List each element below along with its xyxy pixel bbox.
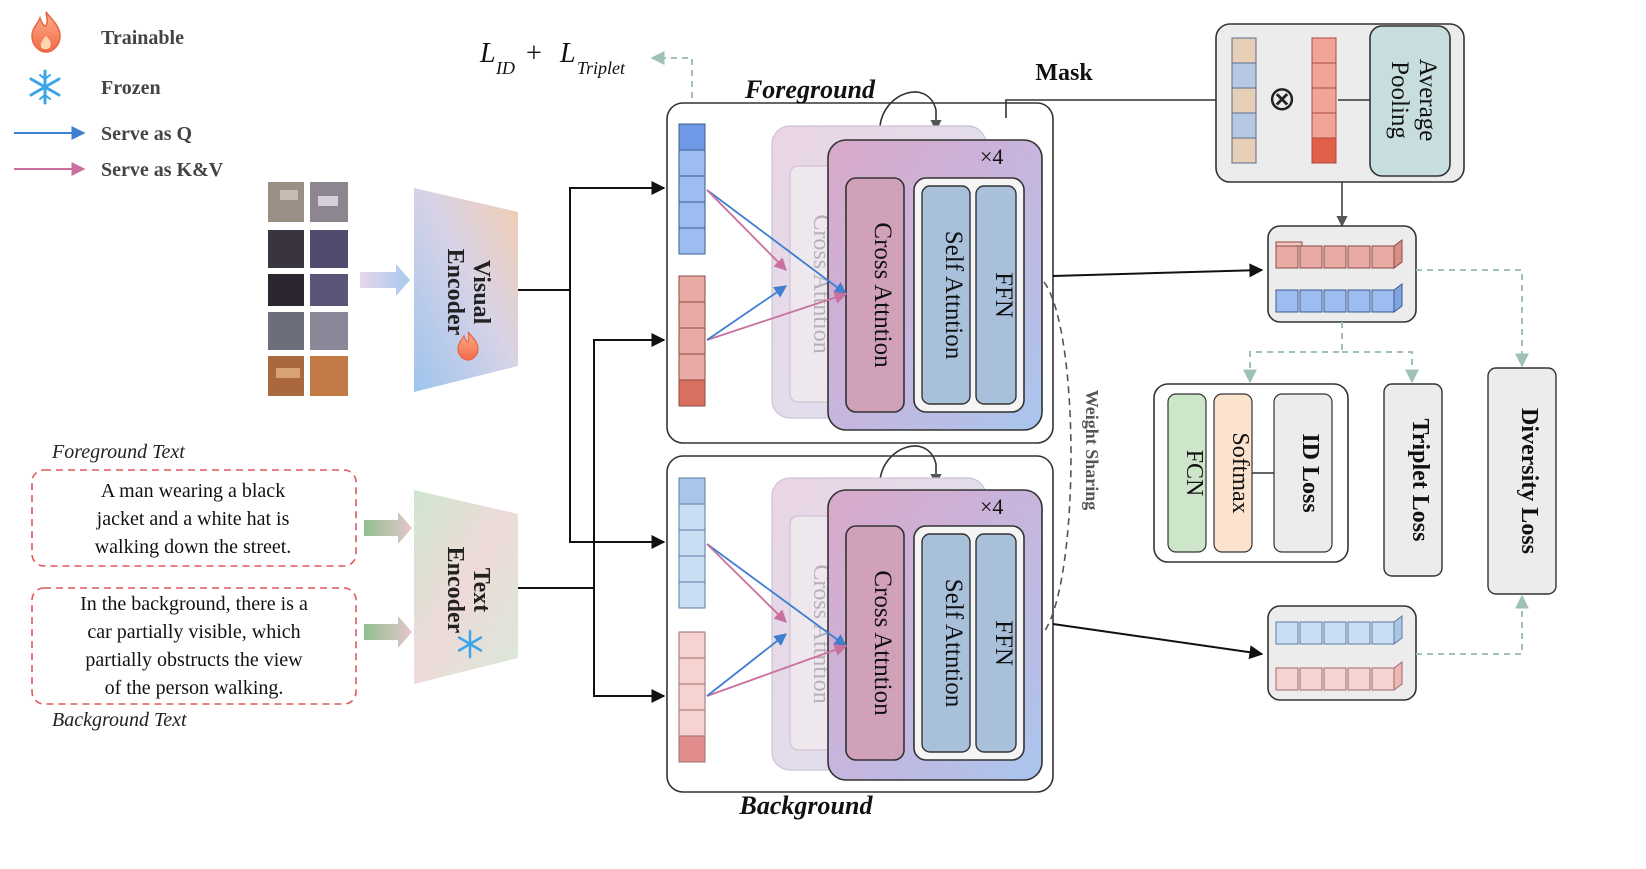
fg-attention-arrows xyxy=(706,189,848,341)
patch-to-encoder-arrow xyxy=(360,264,410,296)
background-block: Background Cross Attntion ×4 Cross Attnt… xyxy=(666,445,1054,820)
background-text-title: Background Text xyxy=(52,709,187,731)
fg-ffn-label: FFN xyxy=(990,272,1017,318)
bg-self-attention-label: Self Attntion xyxy=(940,579,967,708)
visual-encoder-line1: Visual xyxy=(468,260,494,325)
otimes-symbol: ⊗ xyxy=(1268,79,1297,119)
foreground-text-line: walking down the street. xyxy=(95,536,292,558)
diversity-loss-label: Diversity Loss xyxy=(1516,408,1542,554)
fg-text-tokens xyxy=(678,275,706,407)
snowflake-icon xyxy=(29,69,61,105)
bg-ffn-label: FFN xyxy=(990,620,1017,666)
legend: Trainable Frozen Serve as Q Serve as K&V xyxy=(14,11,224,181)
foreground-text-box xyxy=(31,469,357,567)
foreground-title: Foreground xyxy=(744,75,876,104)
loss-id-sub: ID xyxy=(495,58,515,78)
background-text-line: car partially visible, which xyxy=(87,621,300,643)
id-loss-label: ID Loss xyxy=(1297,433,1323,512)
bg-text-arrow xyxy=(364,616,412,648)
foreground-block: Foreground Mask Cross Attntion ×4 Cross … xyxy=(666,60,1216,444)
text-encoder: Text Encoder xyxy=(414,490,518,684)
foreground-text-line: A man wearing a black xyxy=(101,480,285,502)
background-loop-arrow xyxy=(879,445,942,486)
fire-icon xyxy=(457,331,479,361)
visual-encoder-line2: Encoder xyxy=(442,249,468,336)
text-encoder-line1: Text xyxy=(468,568,494,612)
image-patches xyxy=(268,182,348,396)
loss-l: L xyxy=(559,38,576,69)
id-loss-group: FCN Softmax ID Loss xyxy=(1153,383,1349,563)
bg-query-tokens xyxy=(678,477,706,609)
triplet-loss-label: Triplet Loss xyxy=(1407,419,1433,542)
softmax-label: Softmax xyxy=(1227,432,1253,513)
loss-l: L xyxy=(479,38,496,69)
legend-serve-q: Serve as Q xyxy=(101,123,192,145)
background-text-box xyxy=(31,587,357,705)
snowflake-icon xyxy=(457,629,483,659)
legend-frozen: Frozen xyxy=(101,77,161,99)
bg-text-tokens xyxy=(678,631,706,763)
bg-times-four: ×4 xyxy=(980,494,1003,519)
fg-query-tokens xyxy=(678,123,706,255)
avg-pooling-line1: Average xyxy=(1414,59,1441,142)
visual-encoder: Visual Encoder xyxy=(414,188,518,392)
fg-stack-blue-row xyxy=(1275,283,1403,313)
fg-output-arrow xyxy=(1052,263,1264,278)
fg-stack-red-row xyxy=(1275,239,1403,269)
background-text-line: partially obstructs the view xyxy=(85,649,303,671)
loss-triplet-sub: Triplet xyxy=(577,58,626,78)
bg-output-arrow xyxy=(1052,623,1264,660)
triplet-loss-box: Triplet Loss xyxy=(1383,383,1443,577)
background-text-line: of the person walking. xyxy=(105,677,284,699)
weight-sharing-label: Weight Sharing xyxy=(1082,390,1102,511)
fg-text-arrow xyxy=(364,512,412,544)
fire-icon xyxy=(31,11,61,53)
legend-trainable: Trainable xyxy=(101,27,184,49)
bg-stack-blue-row xyxy=(1275,615,1403,645)
bg-stack-red-row xyxy=(1275,661,1403,691)
legend-serve-kv: Serve as K&V xyxy=(101,159,224,181)
foreground-text-line: jacket and a white hat is xyxy=(96,508,290,530)
encoder-connections xyxy=(518,181,666,703)
mask-label: Mask xyxy=(1035,60,1093,86)
background-title: Background xyxy=(739,791,874,820)
bg-attention-arrows xyxy=(706,543,848,697)
bg-cross-attention-label: Cross Attntion xyxy=(869,570,896,716)
pooling-input-tokens xyxy=(1231,37,1257,164)
weight-sharing-curve xyxy=(1043,281,1072,633)
text-encoder-line2: Encoder xyxy=(442,547,468,634)
bg-feature-stack xyxy=(1267,605,1417,701)
loss-dashed-arrow xyxy=(650,51,693,120)
diversity-loss-box: Diversity Loss xyxy=(1487,367,1557,595)
fg-times-four: ×4 xyxy=(980,144,1003,169)
id-triplet-loss-label: L ID + L Triplet xyxy=(479,38,626,78)
fg-self-attention-label: Self Attntion xyxy=(940,231,967,360)
mask-tokens xyxy=(1311,37,1337,164)
mask-line xyxy=(1005,99,1216,118)
fg-feature-stack xyxy=(1267,225,1417,323)
fg-cross-attention-label: Cross Attntion xyxy=(869,222,896,368)
foreground-text-title: Foreground Text xyxy=(51,441,185,463)
pooling-box: ⊗ Average Pooling xyxy=(1215,23,1465,183)
loss-connections xyxy=(1243,269,1529,655)
foreground-loop-arrow xyxy=(879,91,942,132)
background-text-line: In the background, there is a xyxy=(80,593,308,615)
avg-pooling-line2: Pooling xyxy=(1386,61,1413,139)
loss-plus: + xyxy=(526,38,542,69)
fcn-label: FCN xyxy=(1181,450,1207,497)
